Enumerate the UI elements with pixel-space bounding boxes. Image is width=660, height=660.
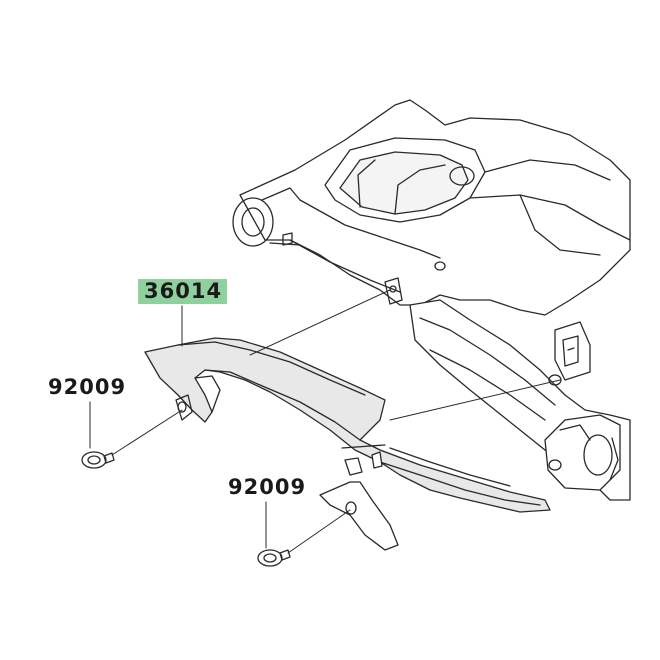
swingarm xyxy=(232,99,631,316)
swingarm-rear-arm xyxy=(409,299,631,501)
chain-guard xyxy=(144,337,551,513)
part-number-36014-label: 36014 xyxy=(138,279,228,304)
part-number-92009-lower-label: 92009 xyxy=(228,475,307,499)
part-number-92009-upper-label: 92009 xyxy=(48,375,127,399)
leader-lines xyxy=(89,289,561,554)
bolt-upper xyxy=(81,451,115,469)
lower-bracket xyxy=(319,444,399,551)
bolt-lower xyxy=(257,549,291,567)
